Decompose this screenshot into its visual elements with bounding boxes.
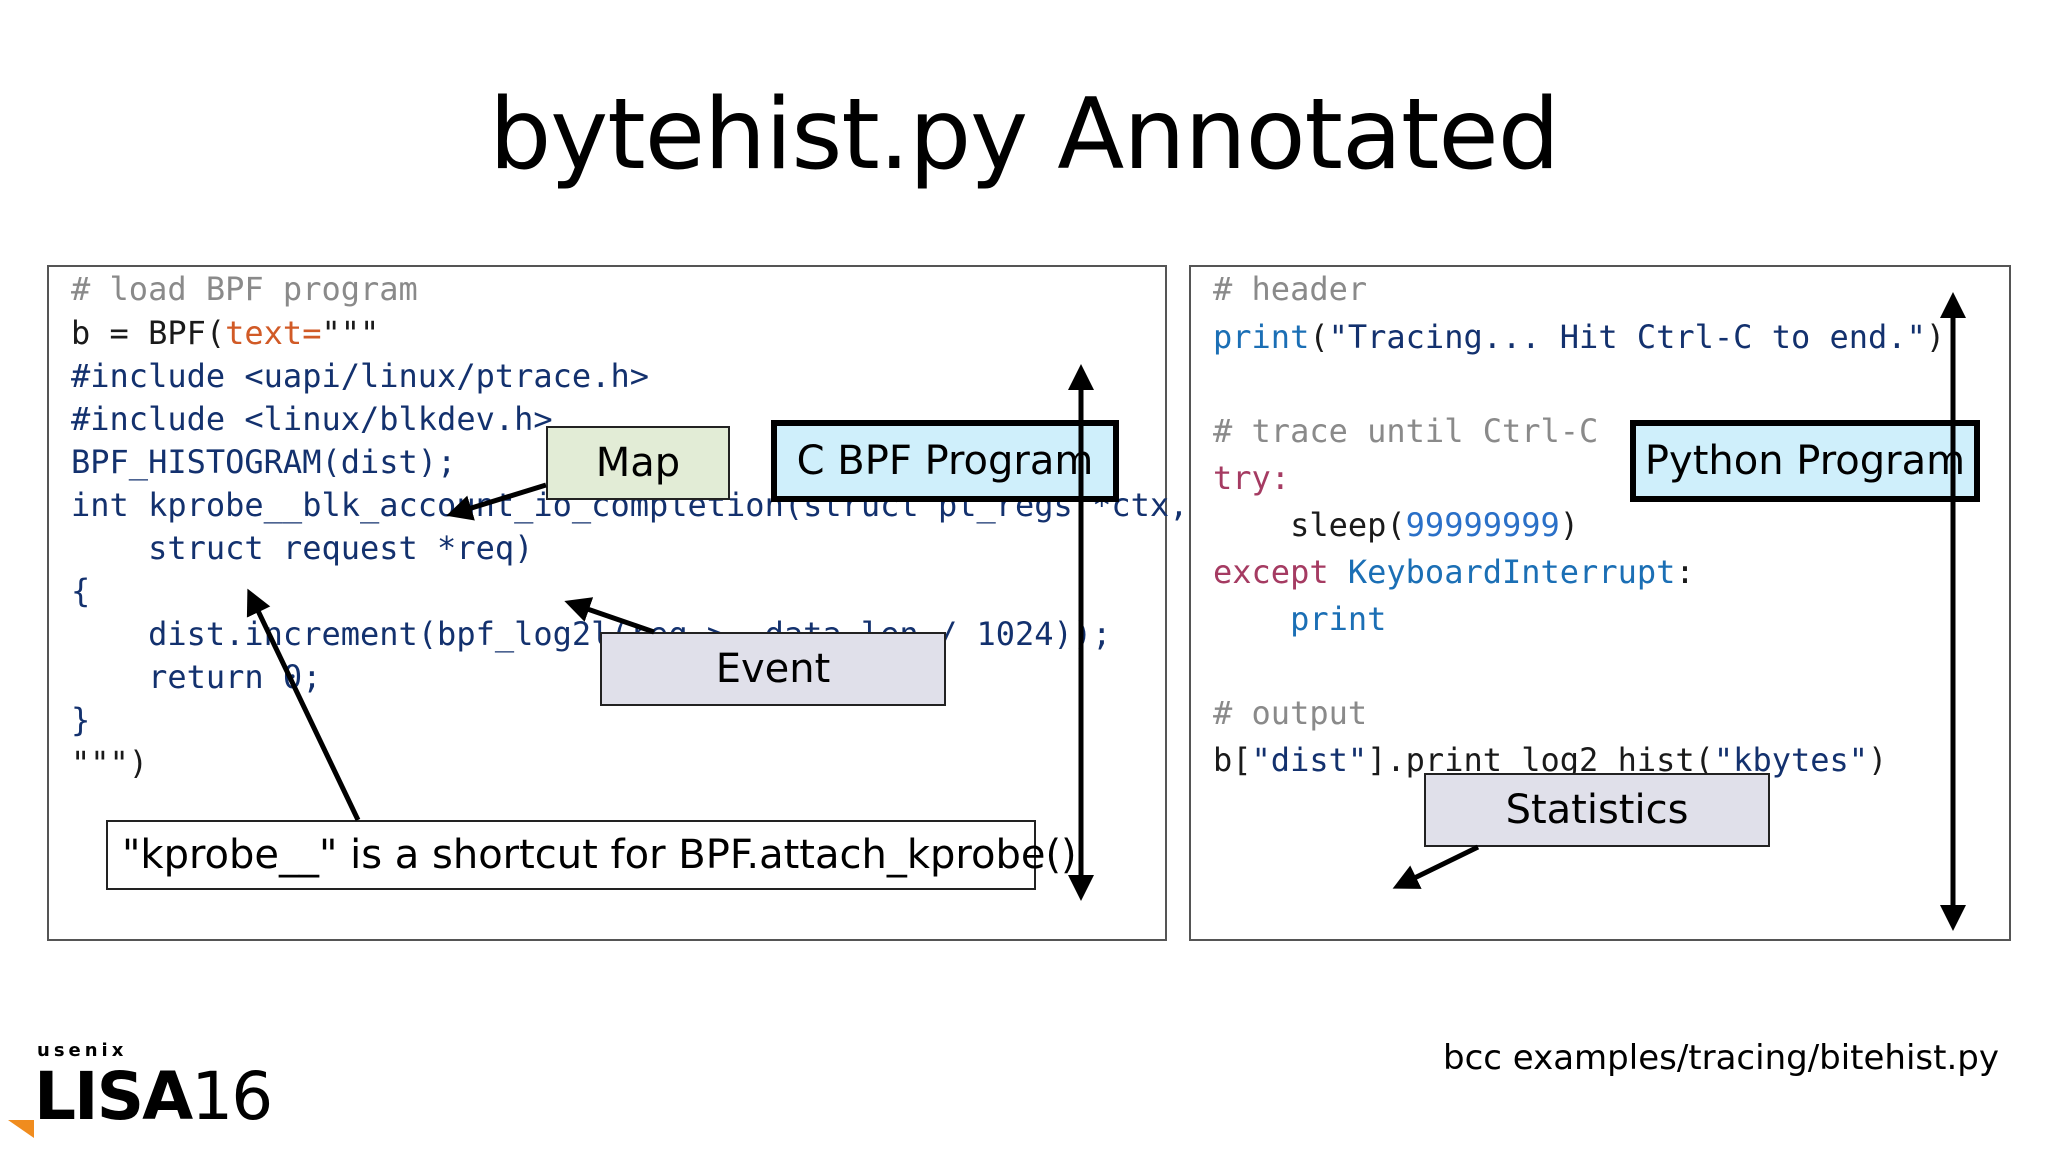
code-line: struct request *req) [71, 529, 534, 567]
statistics-annotation: Statistics [1424, 773, 1770, 847]
code-line: # load BPF program [71, 270, 418, 308]
source-reference: bcc examples/tracing/bitehist.py [1443, 1038, 1999, 1078]
code-line: # header [1213, 270, 1368, 308]
code-line: } [71, 701, 91, 739]
code-line: # trace until Ctrl-C [1213, 412, 1599, 450]
stats-arrow [1392, 844, 1480, 889]
code-line: print [1213, 600, 1387, 638]
event-annotation: Event [600, 632, 946, 706]
code-line: sleep(99999999) [1213, 506, 1580, 544]
python-program-annotation: Python Program [1630, 420, 1980, 502]
usenix-logo-text: usenix [37, 1040, 128, 1061]
event-arrow [564, 597, 655, 635]
lisa16-logo: LISA16 [34, 1058, 273, 1135]
code-line: """) [71, 744, 149, 782]
slide-title: bytehist.py Annotated [489, 78, 1560, 192]
map-annotation: Map [546, 426, 730, 500]
code-line: print("Tracing... Hit Ctrl-C to end.") [1213, 318, 1946, 356]
code-line: #include <linux/blkdev.h> [71, 400, 553, 438]
logo-corner-mark [8, 1120, 34, 1138]
code-line: b["dist"].print_log2_hist("kbytes") [1213, 741, 1888, 779]
kprobe-shortcut-note: "kprobe__" is a shortcut for BPF.attach_… [106, 820, 1077, 890]
code-line: BPF_HISTOGRAM(dist); [71, 443, 457, 481]
code-line: # output [1213, 694, 1368, 732]
c-bpf-program-annotation: C BPF Program [771, 420, 1119, 502]
code-line: except KeyboardInterrupt: [1213, 553, 1695, 591]
code-line: b = BPF(text=""" [71, 314, 380, 352]
map-arrow [446, 482, 547, 521]
code-line: { [71, 572, 91, 610]
code-line: #include <uapi/linux/ptrace.h> [71, 357, 649, 395]
code-line: try: [1213, 459, 1291, 497]
kprobe-arrow [246, 588, 361, 822]
